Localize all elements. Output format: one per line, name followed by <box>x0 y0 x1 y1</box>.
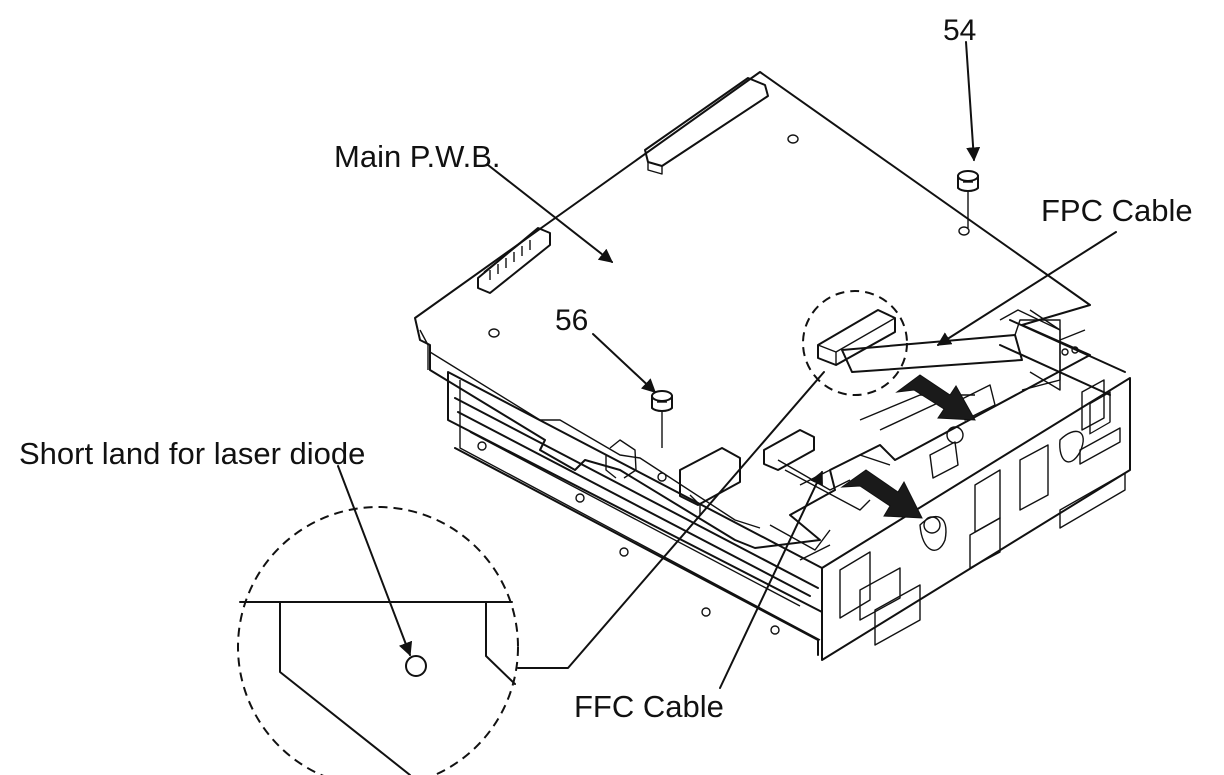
screw-54-icon <box>957 170 979 228</box>
main-pwb-board <box>414 71 1091 561</box>
leader-lines <box>337 41 1117 689</box>
screw-56-label: 56 <box>555 304 588 337</box>
fpc-cable-label: FPC Cable <box>1041 193 1193 228</box>
pull-direction-arrow-icon <box>840 374 976 519</box>
short-land-detail-circle <box>237 506 519 775</box>
ffc-cable-label: FFC Cable <box>574 689 724 724</box>
drive-chassis <box>447 309 1131 661</box>
screw-54-label: 54 <box>943 14 976 47</box>
short-land-label: Short land for laser diode <box>19 436 365 471</box>
screw-56-icon <box>651 390 673 448</box>
fpc-connector-detail-circle <box>802 290 908 396</box>
short-land-pad <box>405 655 427 677</box>
main-pwb-label: Main P.W.B. <box>334 139 501 174</box>
